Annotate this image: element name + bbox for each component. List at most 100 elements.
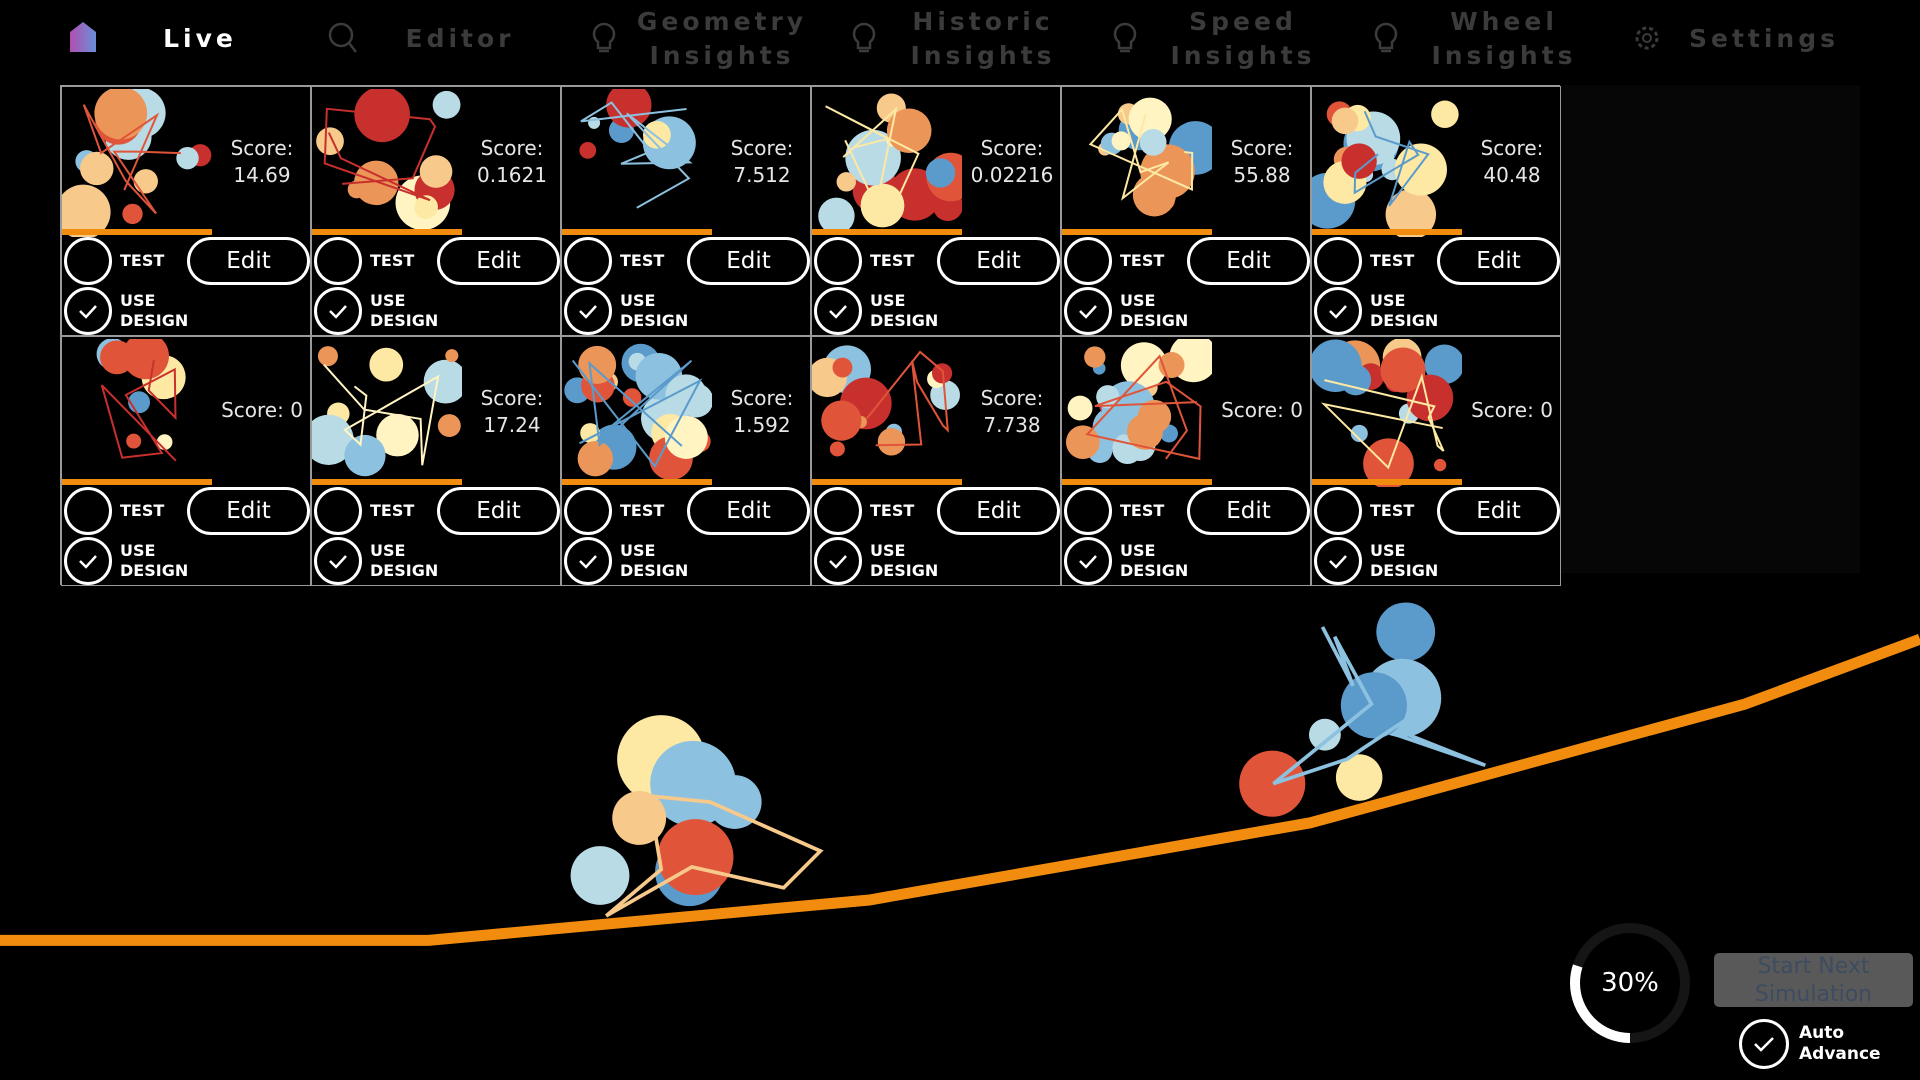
nav-live[interactable]: Live [163, 24, 237, 53]
score: Score: 7.512 [712, 135, 812, 189]
check-icon [579, 555, 597, 569]
use-design-label: USE DESIGN [1370, 541, 1438, 581]
nav-wheel-insights[interactable]: Wheel Insights [1431, 7, 1577, 70]
test-checkbox[interactable] [64, 237, 112, 285]
test-checkbox[interactable] [1314, 487, 1362, 535]
score-label: Score: [1480, 136, 1544, 160]
test-checkbox[interactable] [1064, 487, 1112, 535]
use-design-checkbox[interactable] [314, 537, 362, 585]
auto-advance-label: Auto Advance [1799, 1023, 1881, 1065]
use-label: USE [620, 541, 656, 560]
test-checkbox[interactable] [1064, 237, 1112, 285]
check-icon [329, 555, 347, 569]
test-checkbox[interactable] [64, 487, 112, 535]
design-thumbnail [812, 93, 962, 235]
check-icon [829, 555, 847, 569]
use-design-checkbox[interactable] [64, 287, 112, 335]
edit-button[interactable]: Edit [187, 237, 310, 285]
test-checkbox[interactable] [314, 487, 362, 535]
design-thumbnail [812, 345, 962, 485]
test-label: TEST [120, 251, 165, 270]
score: Score:0.1621 [462, 135, 562, 189]
test-checkbox[interactable] [314, 237, 362, 285]
auto-advance-checkbox[interactable] [1739, 1019, 1789, 1069]
score: Score:7.738 [962, 385, 1062, 439]
edit-button[interactable]: Edit [437, 237, 560, 285]
nav-editor[interactable]: Editor [405, 24, 515, 53]
lightbulb-icon[interactable] [587, 20, 621, 56]
design-label: DESIGN [120, 311, 189, 330]
use-design-checkbox[interactable] [814, 537, 862, 585]
edit-button[interactable]: Edit [1437, 237, 1560, 285]
design-thumbnail [562, 89, 712, 235]
start-line-1: Start Next [1757, 954, 1870, 979]
test-checkbox[interactable] [814, 487, 862, 535]
test-checkbox[interactable] [564, 237, 612, 285]
car-1 [570, 715, 824, 918]
check-icon [829, 305, 847, 319]
edit-button[interactable]: Edit [937, 487, 1060, 535]
use-design-checkbox[interactable] [314, 287, 362, 335]
use-design-checkbox[interactable] [1064, 537, 1112, 585]
edit-button[interactable]: Edit [437, 487, 560, 535]
score-value: 14.69 [233, 163, 291, 187]
lightbulb-icon[interactable] [1108, 20, 1142, 56]
use-label: USE [870, 541, 906, 560]
design-label: DESIGN [1370, 311, 1439, 330]
design-card: Score:0.02216 TEST Edit USE DESIGN [811, 86, 1061, 336]
edit-button[interactable]: Edit [1437, 487, 1560, 535]
use-design-checkbox[interactable] [814, 287, 862, 335]
nav-settings[interactable]: Settings [1688, 24, 1839, 53]
edit-button[interactable]: Edit [687, 237, 810, 285]
edit-button[interactable]: Edit [687, 487, 810, 535]
score-value: 55.88 [1233, 163, 1291, 187]
test-label: TEST [620, 251, 665, 270]
test-checkbox[interactable] [564, 487, 612, 535]
use-design-checkbox[interactable] [1064, 287, 1112, 335]
home-logo-icon[interactable] [66, 20, 100, 56]
test-label: TEST [1120, 251, 1165, 270]
score: Score:40.48 [1462, 135, 1562, 189]
car-2 [1239, 602, 1486, 817]
score-label: Score: [730, 136, 794, 160]
check-icon [1329, 305, 1347, 319]
score-value: 7.512 [733, 163, 791, 187]
edit-button[interactable]: Edit [187, 487, 310, 535]
design-label: DESIGN [620, 561, 689, 580]
edit-button[interactable]: Edit [937, 237, 1060, 285]
nav-speed-insights[interactable]: Speed Insights [1170, 7, 1316, 70]
score-label: Score: [221, 398, 284, 422]
use-design-label: USE DESIGN [870, 541, 938, 581]
use-design-checkbox[interactable] [1314, 537, 1362, 585]
start-line-2: Simulation [1754, 982, 1873, 1007]
score-label: Score: [730, 386, 794, 410]
start-next-simulation-button[interactable]: Start Next Simulation [1714, 953, 1913, 1007]
gear-icon[interactable] [1630, 20, 1664, 56]
use-label: USE [120, 541, 156, 560]
test-label: TEST [370, 501, 415, 520]
auto-line-2: Advance [1799, 1044, 1881, 1064]
test-checkbox[interactable] [1314, 237, 1362, 285]
check-icon [1079, 555, 1097, 569]
use-design-checkbox[interactable] [64, 537, 112, 585]
use-design-checkbox[interactable] [564, 287, 612, 335]
design-thumbnail [312, 346, 462, 485]
lightbulb-icon[interactable] [1369, 20, 1403, 56]
nav-geometry-insights[interactable]: Geometry Insights [636, 7, 808, 70]
design-grid: Score: 14.69 TEST Edit USE DESIGN Score:0… [60, 85, 1562, 586]
check-icon [79, 555, 97, 569]
edit-button[interactable]: Edit [1187, 487, 1310, 535]
use-design-label: USE DESIGN [1370, 291, 1438, 331]
test-checkbox[interactable] [814, 237, 862, 285]
use-label: USE [370, 291, 406, 310]
score-label: Score: [1230, 136, 1294, 160]
nav-historic-insights[interactable]: Historic Insights [910, 7, 1056, 70]
progress-percent: 30% [1601, 968, 1659, 998]
use-design-checkbox[interactable] [1314, 287, 1362, 335]
score-value: 7.738 [983, 413, 1041, 437]
edit-button[interactable]: Edit [1187, 237, 1310, 285]
lightbulb-icon[interactable] [847, 20, 881, 56]
use-design-checkbox[interactable] [564, 537, 612, 585]
design-thumbnail [312, 89, 462, 235]
search-icon[interactable] [326, 20, 360, 56]
